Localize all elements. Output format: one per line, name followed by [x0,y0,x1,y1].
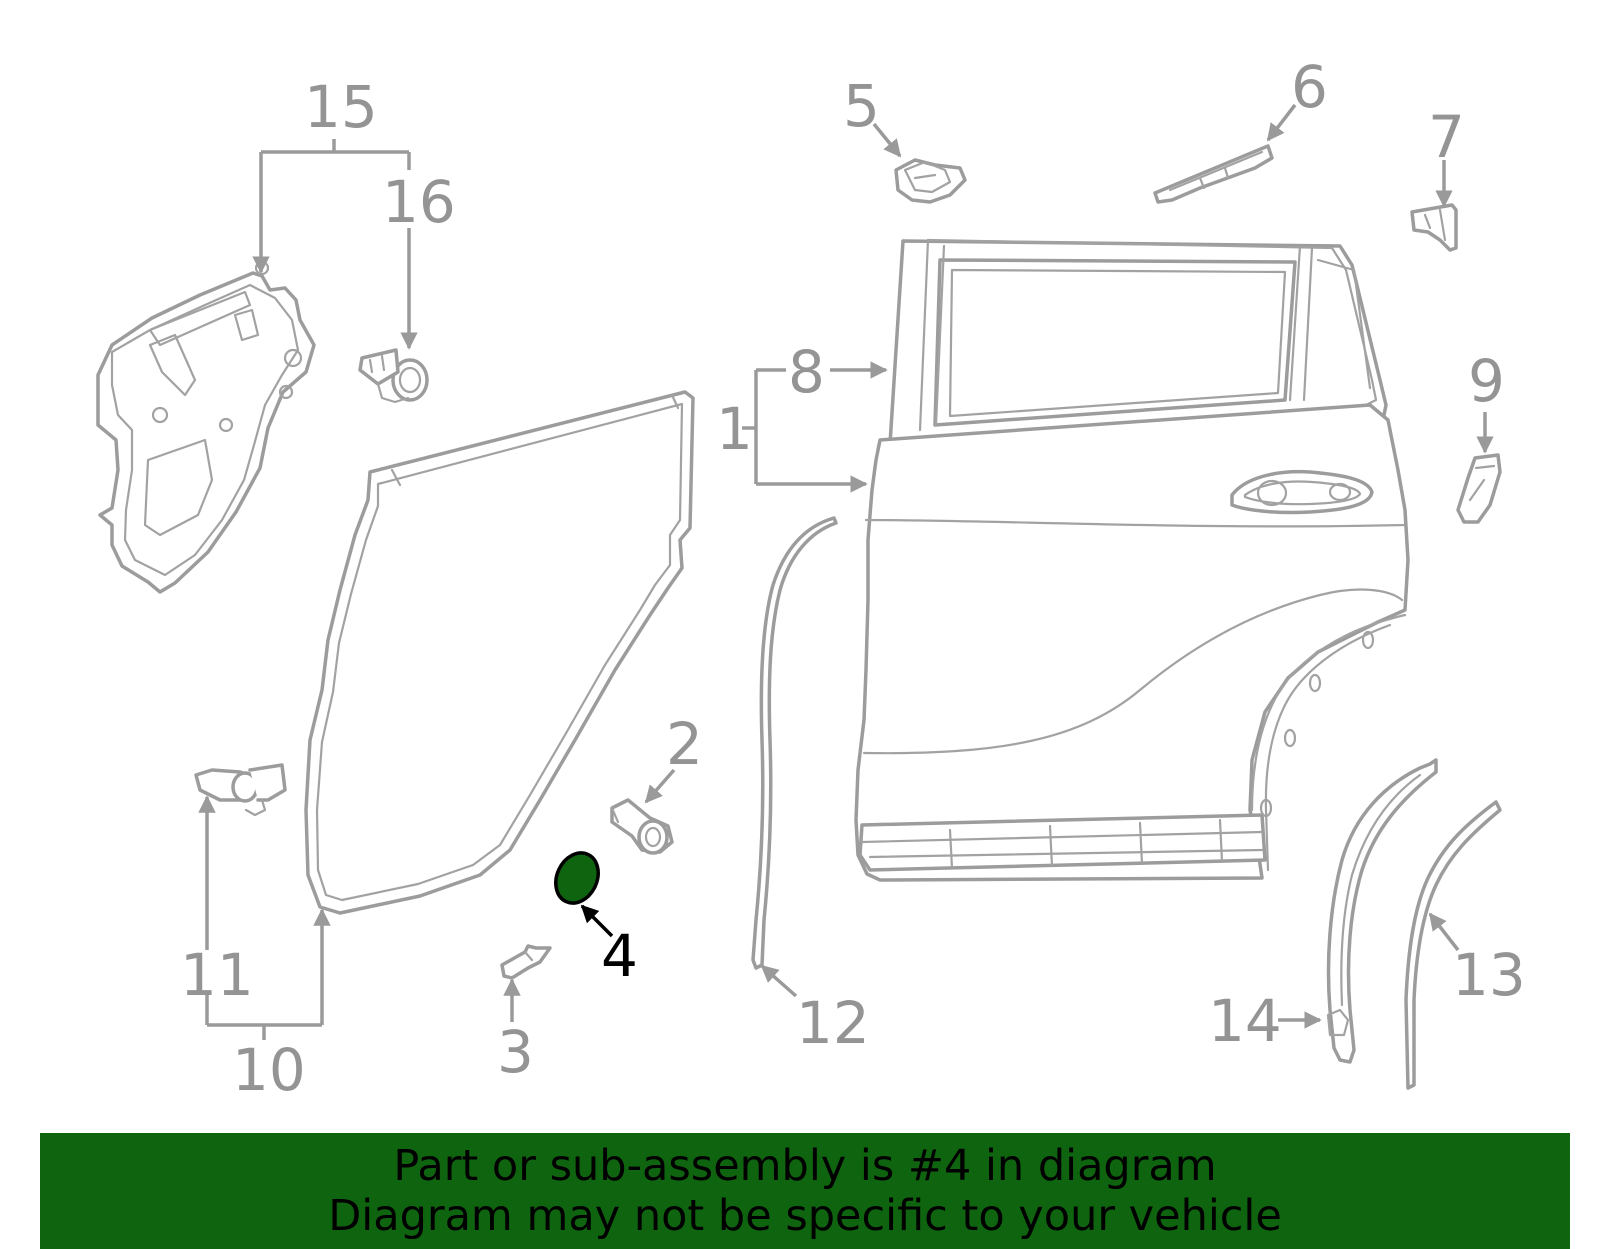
callout-3[interactable]: 3 [497,1018,534,1086]
door-module-panel-part[interactable] [96,260,316,594]
callout-9[interactable]: 9 [1468,347,1505,415]
door-seal-strip-part[interactable] [751,516,838,970]
leader-lines [198,103,1494,1040]
plug-part-4-highlighted[interactable] [548,846,606,910]
cap-part-9[interactable] [1456,453,1502,524]
callout-11[interactable]: 11 [180,941,254,1009]
callout-6[interactable]: 6 [1291,53,1328,121]
callout-8[interactable]: 8 [788,338,825,406]
clip-part-16[interactable] [358,348,429,404]
callout-2[interactable]: 2 [666,710,703,778]
part-info-banner: Part or sub-assembly is #4 in diagram Di… [40,1133,1570,1249]
callout-4-highlighted[interactable]: 4 [601,922,638,990]
callout-1[interactable]: 1 [716,395,753,463]
callout-15[interactable]: 15 [304,73,378,141]
garnish-part-6[interactable] [1153,144,1274,204]
bracket-part-3[interactable] [500,944,552,980]
callout-12[interactable]: 12 [796,989,870,1057]
door-weatherstrip-part[interactable] [304,390,695,915]
callout-7[interactable]: 7 [1428,103,1465,171]
callout-5[interactable]: 5 [843,72,880,140]
banner-line-disclaimer: Diagram may not be specific to your vehi… [328,1191,1282,1241]
edge-moulding-part-14[interactable] [1326,758,1438,1064]
callout-13[interactable]: 13 [1452,941,1526,1009]
callout-10[interactable]: 10 [232,1036,306,1104]
rear-door-shell-part[interactable] [854,238,1410,882]
clip-part-11[interactable] [194,763,287,817]
bumper-part-2[interactable] [610,798,674,855]
clip-part-5[interactable] [894,158,967,204]
bracket-part-7[interactable] [1410,203,1458,252]
banner-line-part-number: Part or sub-assembly is #4 in diagram [393,1141,1217,1191]
arch-moulding-part-13[interactable] [1404,800,1502,1090]
callout-16[interactable]: 16 [382,168,456,236]
callout-14[interactable]: 14 [1208,987,1282,1055]
